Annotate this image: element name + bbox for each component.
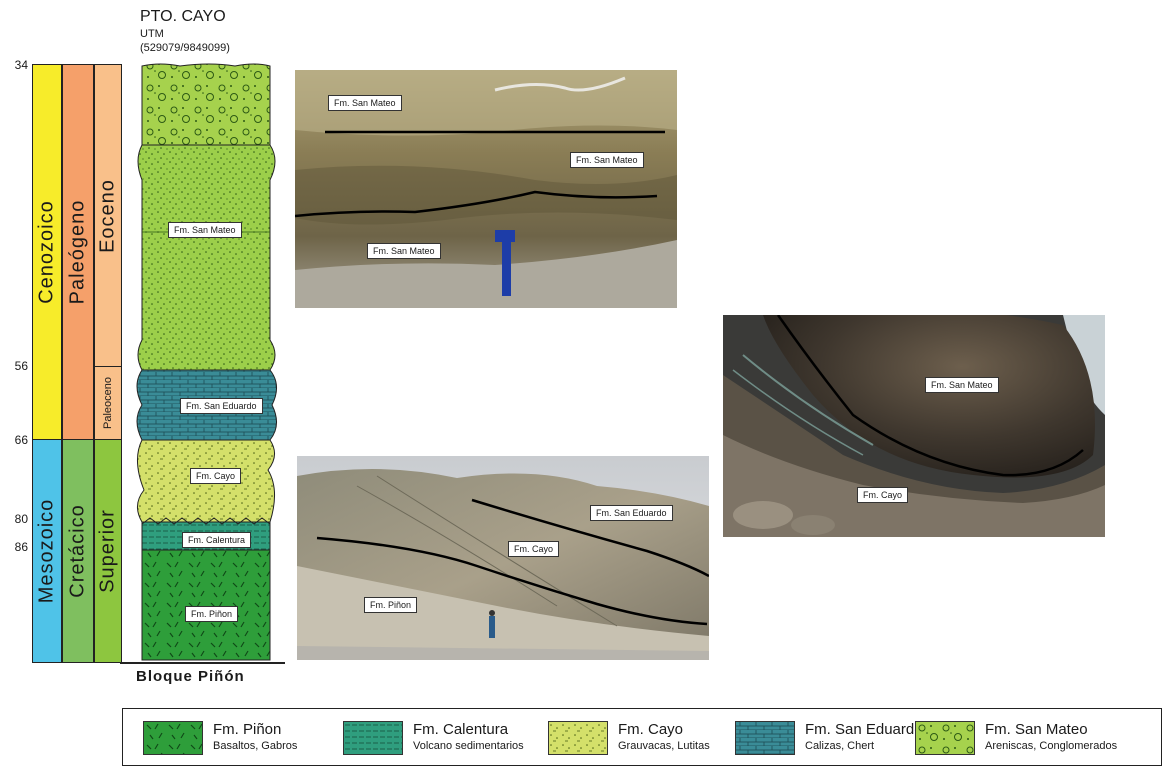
column-label-cayo: Fm. Cayo <box>190 468 242 484</box>
legend-name-san-eduardo: Fm. San Eduardo <box>805 721 923 738</box>
legend-name-san-mateo: Fm. San Mateo <box>985 721 1088 738</box>
photo2-label-cayo: Fm. Cayo <box>508 541 560 557</box>
photo2-label-san-eduardo: Fm. San Eduardo <box>590 505 673 521</box>
utm-label: UTM <box>140 28 164 40</box>
legend-name-pinon: Fm. Piñon <box>213 721 282 738</box>
section-title: PTO. CAYO <box>140 8 226 25</box>
layer-san-mateo-sandstone <box>137 144 276 371</box>
legend-desc-san-mateo: Areniscas, Conglomerados <box>985 740 1118 752</box>
legend-desc-pinon: Basaltos, Gabros <box>213 740 298 752</box>
legend-desc-san-eduardo: Calizas, Chert <box>805 740 875 752</box>
legend: Fm. Piñon Basaltos, Gabros Fm. Calentura… <box>122 708 1162 766</box>
outcrop-photo-3 <box>723 315 1105 537</box>
epoch-eoceno: Eoceno <box>94 64 122 367</box>
era-mesozoico-label: Mesozoico <box>35 498 58 604</box>
photo3-label-san-mateo: Fm. San Mateo <box>925 377 999 393</box>
era-mesozoico: Mesozoico <box>32 439 62 663</box>
era-cenozoico-label: Cenozoico <box>35 200 58 304</box>
photo3-label-cayo: Fm. Cayo <box>857 487 909 503</box>
legend-desc-calentura: Volcano sedimentarios <box>413 740 524 752</box>
utm-coordinates: (529079/9849099) <box>140 42 230 54</box>
column-label-san-mateo: Fm. San Mateo <box>168 222 242 238</box>
layer-pinon <box>141 549 271 661</box>
epoch-superior-label: Superior <box>96 509 119 593</box>
photo1-label-upper: Fm. San Mateo <box>328 95 402 111</box>
age-80: 80 <box>14 512 28 526</box>
period-cretacico-label: Cretácico <box>66 504 89 598</box>
age-56: 56 <box>14 359 28 373</box>
legend-swatch-pinon <box>143 721 203 755</box>
legend-name-cayo: Fm. Cayo <box>618 721 684 738</box>
photo1-label-middle: Fm. San Mateo <box>570 152 644 168</box>
legend-swatch-cayo <box>548 721 608 755</box>
photo2-label-pinon: Fm. Piñon <box>364 597 418 613</box>
column-base-label: Bloque Piñón <box>136 668 245 685</box>
age-34: 34 <box>14 58 28 72</box>
period-cretacico: Cretácico <box>62 439 94 663</box>
period-paleogeno: Paleógeno <box>62 64 94 440</box>
layer-san-mateo-conglomerate <box>141 63 271 146</box>
era-cenozoico: Cenozoico <box>32 64 62 440</box>
legend-desc-cayo: Grauvacas, Lutitas <box>618 740 710 752</box>
legend-swatch-san-mateo <box>915 721 975 755</box>
legend-name-calentura: Fm. Calentura <box>413 721 509 738</box>
age-86: 86 <box>14 540 28 554</box>
stratigraphic-column <box>120 63 285 664</box>
column-label-pinon: Fm. Piñon <box>185 606 239 622</box>
epoch-superior: Superior <box>94 439 122 663</box>
photo1-label-lower: Fm. San Mateo <box>367 243 441 259</box>
outcrop-photo-2 <box>297 456 709 660</box>
period-paleogeno-label: Paleógeno <box>66 199 89 305</box>
legend-swatch-san-eduardo <box>735 721 795 755</box>
calentura-contact <box>141 517 271 525</box>
epoch-eoceno-label: Eoceno <box>96 178 119 253</box>
column-label-san-eduardo: Fm. San Eduardo <box>180 398 263 414</box>
epoch-paleoceno-label: Paleoceno <box>102 377 114 429</box>
column-label-calentura: Fm. Calentura <box>182 532 252 548</box>
age-66: 66 <box>14 433 28 447</box>
epoch-paleoceno: Paleoceno <box>94 366 122 440</box>
legend-swatch-calentura <box>343 721 403 755</box>
